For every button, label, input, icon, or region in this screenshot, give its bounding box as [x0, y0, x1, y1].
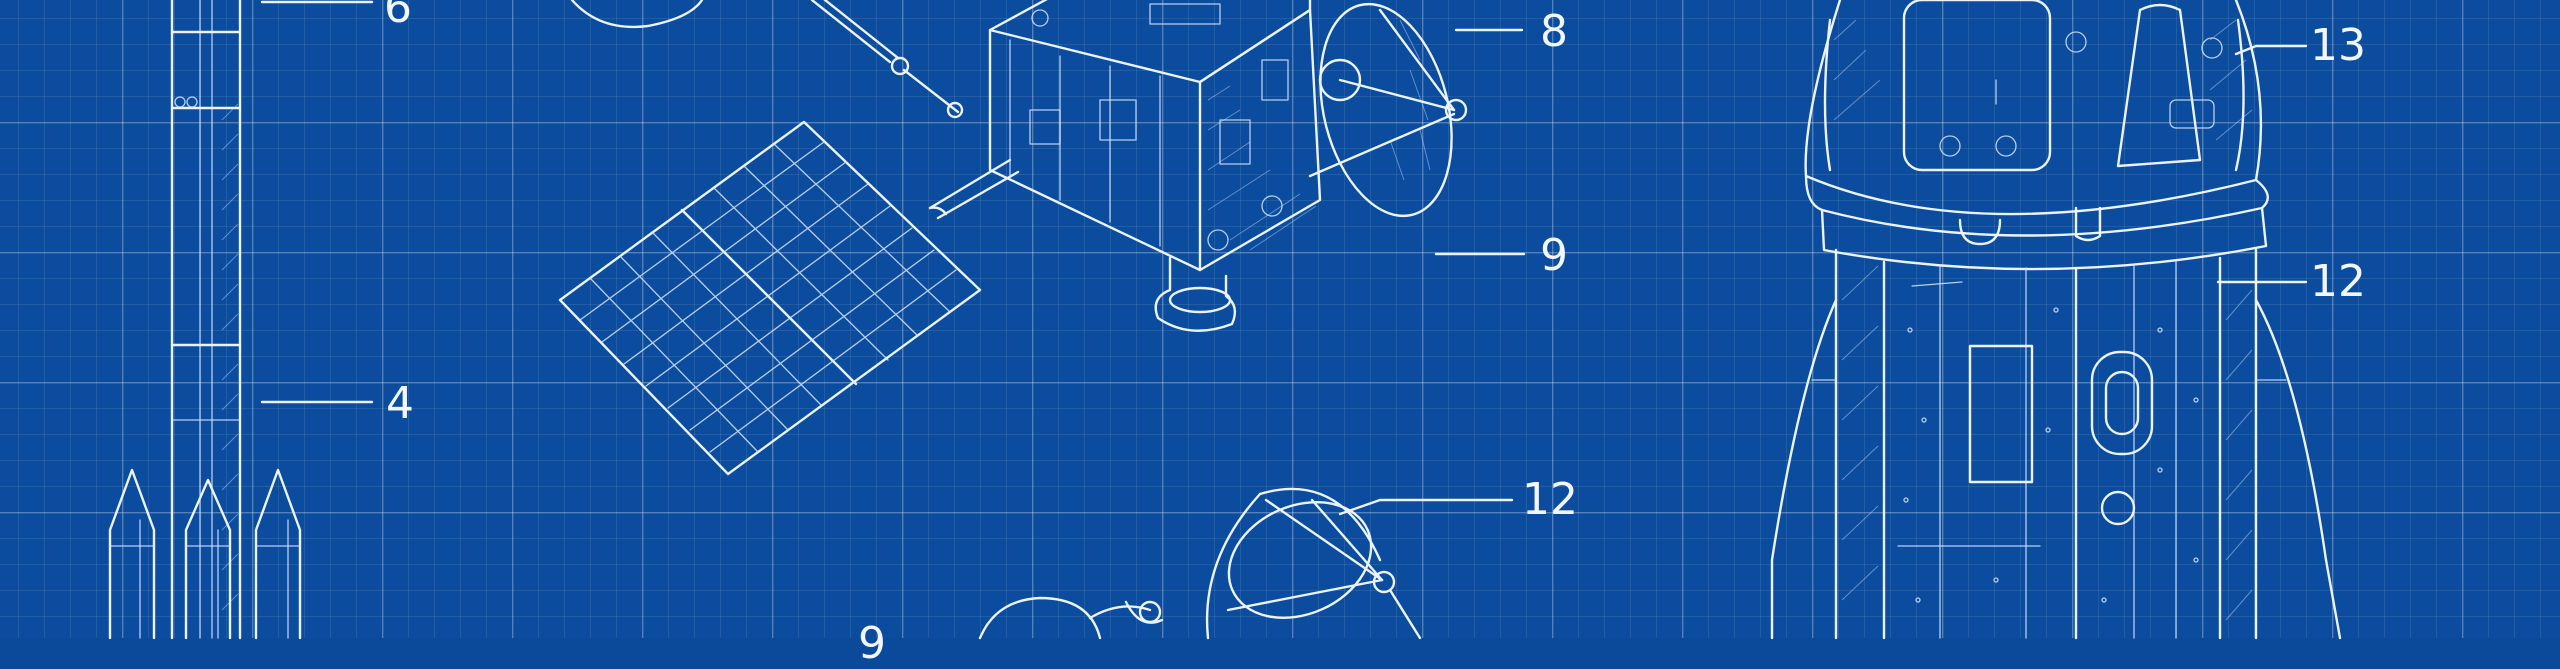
callout-label: 6 — [384, 0, 412, 33]
satellite-drawing — [558, 0, 1526, 476]
rocket-drawing — [108, 0, 374, 640]
callout-label: 9 — [1540, 230, 1568, 281]
capsule-drawing — [1770, 0, 2342, 640]
callout-label: 8 — [1540, 6, 1568, 57]
callout-label: 12 — [2310, 256, 2366, 307]
callout-label: 9 — [858, 618, 886, 669]
callout-label: 12 — [1522, 474, 1578, 525]
callout-label: 13 — [2310, 20, 2366, 71]
dish-drawing — [978, 487, 1514, 640]
callout-label: 4 — [386, 378, 414, 429]
blueprint-drawings — [108, 0, 2342, 640]
